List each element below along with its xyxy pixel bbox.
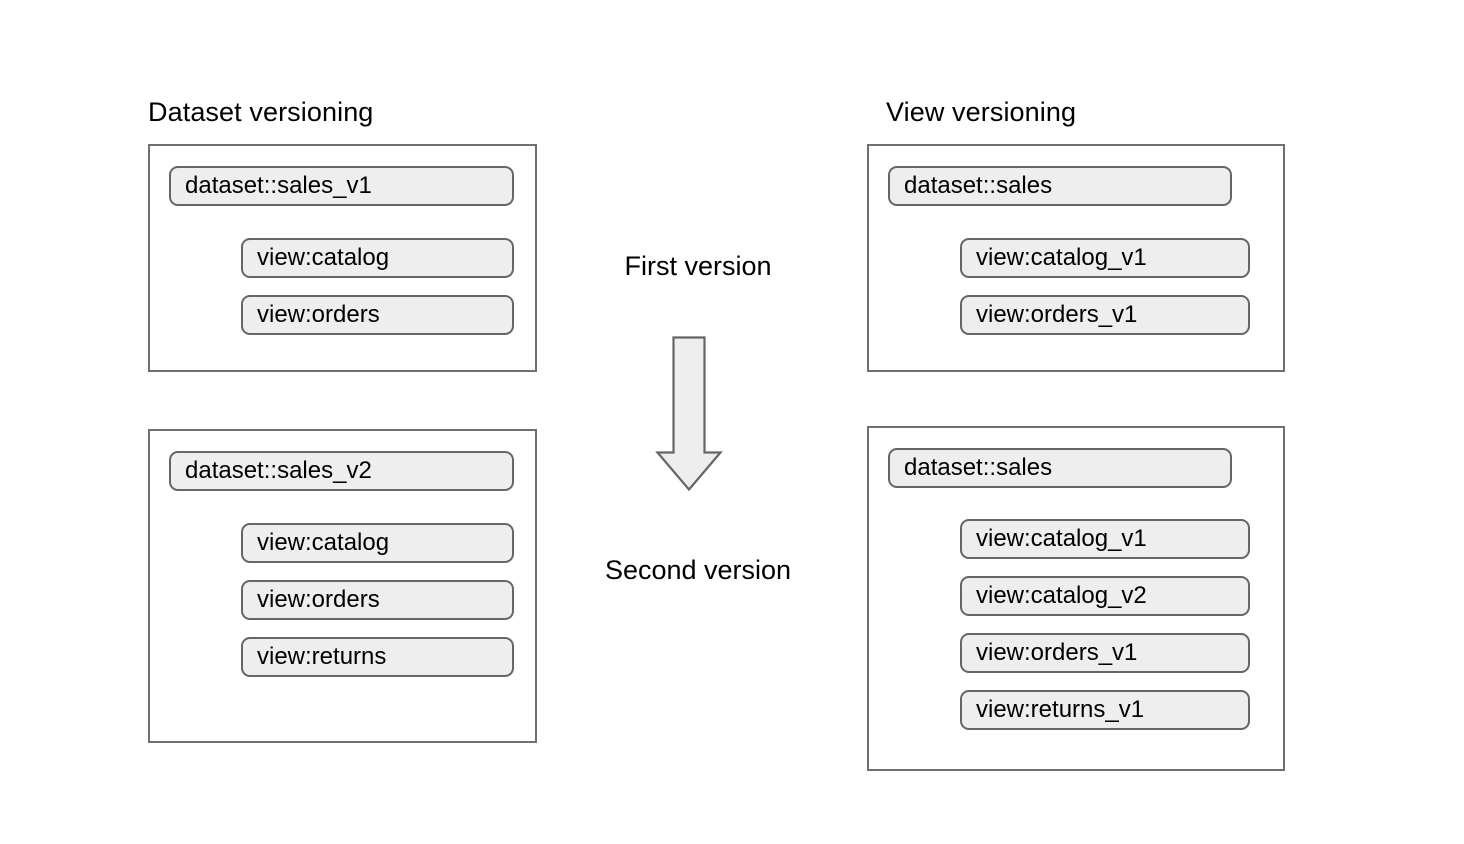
view-pill[interactable]: view:catalog bbox=[241, 523, 514, 563]
down-arrow-icon bbox=[654, 336, 724, 494]
view-pill[interactable]: view:catalog_v1 bbox=[960, 519, 1250, 559]
view-pill[interactable]: view:catalog_v1 bbox=[960, 238, 1250, 278]
view-pill[interactable]: view:orders_v1 bbox=[960, 633, 1250, 673]
view-pill[interactable]: view:returns bbox=[241, 637, 514, 677]
dataset-pill[interactable]: dataset::sales_v1 bbox=[169, 166, 514, 206]
view-pill[interactable]: view:catalog_v2 bbox=[960, 576, 1250, 616]
view-pill[interactable]: view:returns_v1 bbox=[960, 690, 1250, 730]
dataset-pill[interactable]: dataset::sales bbox=[888, 166, 1232, 206]
view-pill[interactable]: view:orders bbox=[241, 295, 514, 335]
dataset-pill[interactable]: dataset::sales_v2 bbox=[169, 451, 514, 491]
column-heading-left: Dataset versioning bbox=[148, 97, 374, 127]
view-pill[interactable]: view:orders bbox=[241, 580, 514, 620]
column-heading-right: View versioning bbox=[886, 97, 1077, 127]
view-pill[interactable]: view:catalog bbox=[241, 238, 514, 278]
center-label-second-version: Second version bbox=[604, 555, 792, 585]
center-label-first-version: First version bbox=[624, 251, 772, 281]
view-pill[interactable]: view:orders_v1 bbox=[960, 295, 1250, 335]
dataset-pill[interactable]: dataset::sales bbox=[888, 448, 1232, 488]
